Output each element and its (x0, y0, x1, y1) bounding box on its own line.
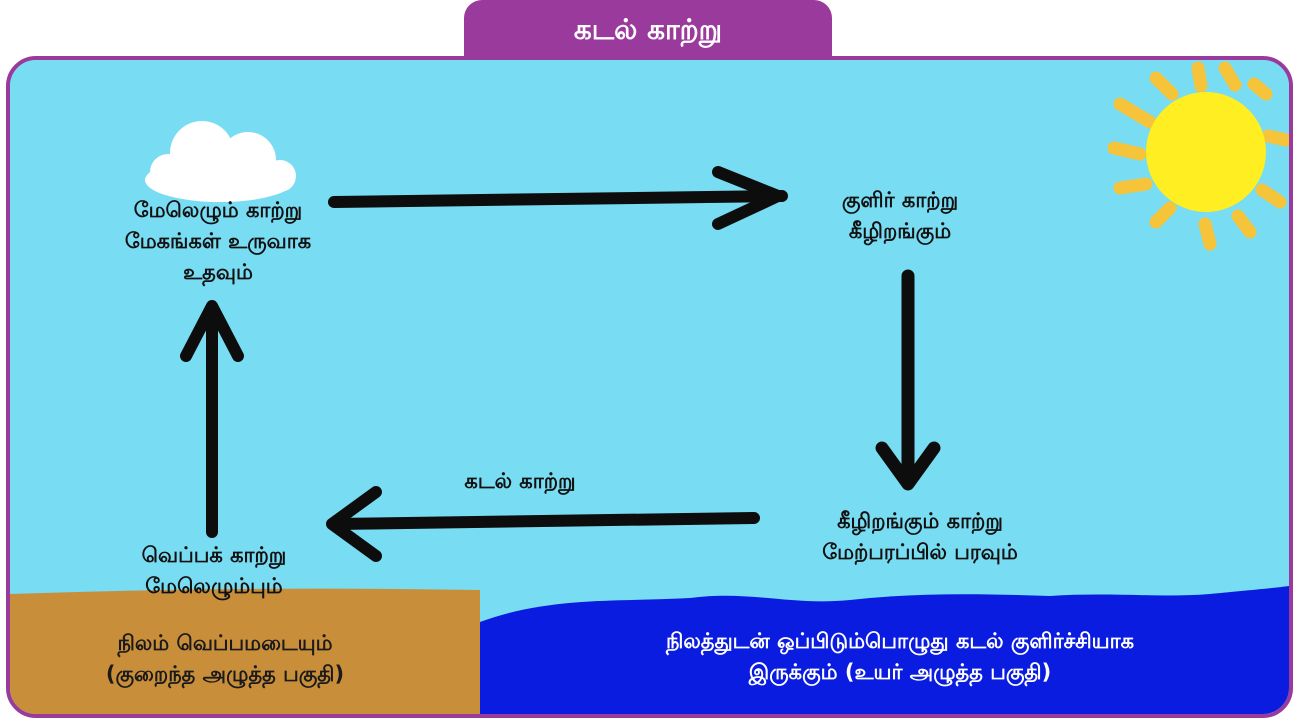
warm-air-label: வெப்பக் காற்று மேலெழும்பும் (141, 543, 287, 598)
scene-illustration (10, 60, 1289, 714)
cloud-icon (145, 121, 296, 202)
cool-air-label: குளிர் காற்று கீழிறங்கும் (841, 188, 959, 243)
sun-icon (1107, 61, 1289, 251)
arrow-right (328, 166, 788, 230)
arrow-left (326, 486, 760, 562)
arrow-down (875, 269, 941, 491)
sea-breeze-label: கடல் காற்று (464, 469, 576, 493)
land-label: நிலம் வெப்பமடையும் (குறைந்த அழுத்த பகுதி… (105, 631, 345, 686)
diagram-frame: மேலெழும் காற்று மேகங்கள் உருவாக உதவும் க… (6, 56, 1293, 718)
sea-area (480, 586, 1289, 714)
rising-air-label: மேலெழும் காற்று மேகங்கள் உருவாக உதவும் (124, 198, 312, 284)
land-area (10, 588, 480, 714)
arrow-up (180, 300, 244, 538)
sea-label: நிலத்துடன் ஒப்பிடும்பொழுது கடல் குளிர்ச்… (665, 629, 1135, 684)
diagram-title: கடல் காற்று (464, 0, 832, 62)
descending-air-label: கீழிறங்கும் காற்று மேற்பரப்பில் பரவும் (822, 509, 1018, 564)
